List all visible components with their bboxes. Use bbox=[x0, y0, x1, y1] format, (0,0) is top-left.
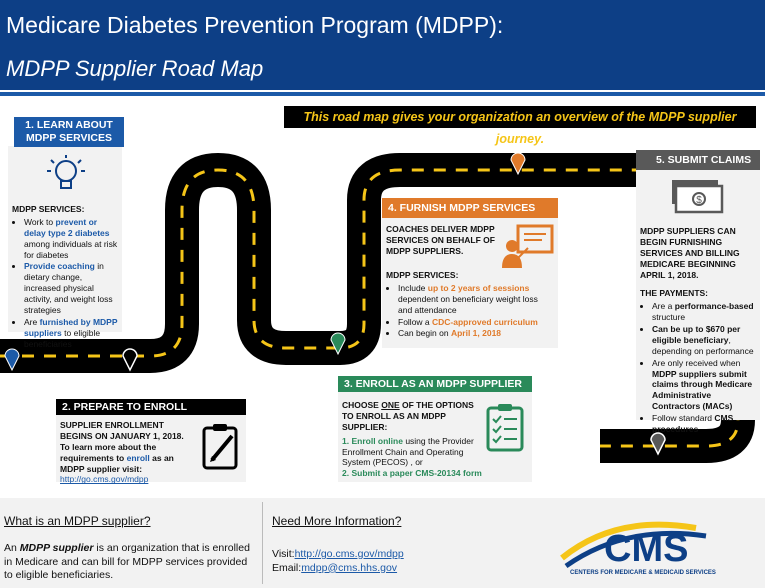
footer-divider bbox=[262, 502, 263, 584]
list-item: Are furnished by MDPP suppliers to eligi… bbox=[24, 317, 120, 350]
svg-text:$: $ bbox=[696, 195, 702, 206]
clipboard-pen-icon bbox=[202, 422, 240, 473]
list-item: Are only received when MDPP suppliers su… bbox=[652, 358, 758, 412]
list-item: 1. Enroll online using the Provider Enro… bbox=[342, 435, 474, 468]
step3-panel: CHOOSE ONE OF THE OPTIONS TO ENROLL AS A… bbox=[338, 392, 532, 482]
cms-logo: CMS CENTERS FOR MEDICARE & MEDICAID SERV… bbox=[556, 512, 756, 582]
map-pin-icon bbox=[122, 348, 138, 372]
step2-line2: To learn more about the requirements to … bbox=[60, 441, 174, 474]
step2-panel: SUPPLIER ENROLLMENT BEGINS ON JANUARY 1,… bbox=[56, 412, 246, 485]
cms-logo-subtext: CENTERS FOR MEDICARE & MEDICAID SERVICES bbox=[570, 570, 716, 576]
map-pin-icon bbox=[510, 152, 526, 176]
step5-panel: $ MDPP SUPPLIERS CAN BEGIN FURNISHING SE… bbox=[636, 170, 760, 434]
step5-label: THE PAYMENTS: bbox=[640, 288, 709, 299]
email-line: Email:mdpp@cms.hhs.gov bbox=[272, 561, 398, 574]
visit-line: Visit:http://go.cms.gov/mdpp bbox=[272, 548, 404, 560]
step1-header: 1. LEARN ABOUT MDPP SERVICES bbox=[14, 117, 124, 147]
lightbulb-icon bbox=[46, 154, 86, 199]
step2-header: 2. PREPARE TO ENROLL bbox=[56, 399, 246, 415]
map-pin-icon bbox=[650, 432, 666, 456]
step4-header: 4. FURNISH MDPP SERVICES bbox=[382, 198, 558, 218]
step2-line1: SUPPLIER ENROLLMENT BEGINS ON JANUARY 1,… bbox=[60, 420, 184, 441]
list-item: Include up to 2 years of sessions depend… bbox=[398, 283, 554, 316]
list-item: Are a performance-based structure bbox=[652, 301, 758, 323]
page-subtitle: MDPP Supplier Road Map bbox=[6, 56, 264, 81]
what-text: An MDPP supplier is an organization that… bbox=[4, 542, 250, 582]
mdpp-link[interactable]: http://go.cms.gov/mdpp bbox=[60, 474, 149, 485]
map-pin-icon bbox=[4, 348, 20, 372]
list-item: Provide coaching in dietary change, incr… bbox=[24, 261, 120, 315]
list-item: Can be up to $670 per eligible beneficia… bbox=[652, 324, 758, 357]
header-banner bbox=[0, 0, 765, 90]
step3-header: 3. ENROLL AS AN MDPP SUPPLIER bbox=[338, 376, 532, 392]
checklist-icon bbox=[486, 402, 526, 455]
visit-link[interactable]: http://go.cms.gov/mdpp bbox=[294, 548, 404, 560]
list-item: Follow standard CMS procedures bbox=[652, 413, 758, 435]
step1-panel: MDPP SERVICES: Work to prevent or delay … bbox=[8, 146, 122, 349]
list-item: Work to prevent or delay type 2 diabetes… bbox=[24, 217, 120, 261]
list-item: Can begin on April 1, 2018 bbox=[398, 328, 554, 339]
step4-label: MDPP SERVICES: bbox=[386, 270, 459, 280]
list-item: 2. Submit a paper CMS-20134 form bbox=[342, 468, 482, 479]
what-heading: What is an MDPP supplier? bbox=[4, 514, 151, 528]
teacher-icon bbox=[502, 224, 554, 271]
list-item: Follow a CDC-approved curriculum bbox=[398, 317, 554, 328]
money-icon: $ bbox=[668, 178, 724, 217]
header-divider bbox=[0, 92, 765, 96]
step4-panel: COACHES DELIVER MDPP SERVICES ON BEHALF … bbox=[382, 216, 558, 348]
page-title: Medicare Diabetes Prevention Program (MD… bbox=[6, 12, 504, 38]
step5-header: 5. SUBMIT CLAIMS bbox=[636, 150, 760, 170]
step4-intro: COACHES DELIVER MDPP SERVICES ON BEHALF … bbox=[386, 224, 495, 256]
step3-intro: CHOOSE ONE OF THE OPTIONS TO ENROLL AS A… bbox=[342, 400, 474, 432]
step5-intro: MDPP SUPPLIERS CAN BEGIN FURNISHING SERV… bbox=[640, 226, 740, 280]
need-heading: Need More Information? bbox=[272, 514, 402, 528]
cms-logo-text: CMS bbox=[604, 528, 689, 570]
map-pin-icon bbox=[330, 332, 346, 356]
email-link[interactable]: mdpp@cms.hhs.gov bbox=[301, 561, 398, 574]
intro-banner: This road map gives your organization an… bbox=[284, 106, 756, 146]
footer-section: What is an MDPP supplier? An MDPP suppli… bbox=[0, 498, 765, 588]
step1-label: MDPP SERVICES: bbox=[12, 204, 85, 214]
